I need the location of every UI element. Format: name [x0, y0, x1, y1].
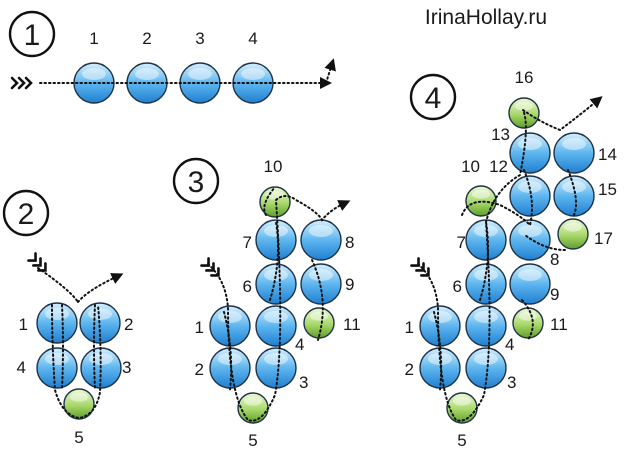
step4-bead-17	[557, 218, 589, 250]
thread-path	[461, 200, 531, 226]
step2-bead-label-3: 3	[122, 358, 131, 377]
step3-bead-9	[300, 263, 342, 305]
step3-bead-label-7: 7	[243, 233, 252, 252]
step4-bead-label-16: 16	[515, 68, 534, 87]
thread-path	[479, 221, 489, 301]
step3-bead-10	[259, 186, 291, 218]
step3-number: 3	[188, 166, 205, 199]
thread-path	[263, 186, 276, 216]
step4-bead-label-3: 3	[507, 373, 516, 392]
step4-bead-label-6: 6	[453, 277, 462, 296]
thread-path	[269, 221, 279, 301]
step2-bead-5	[63, 388, 95, 420]
step3-bead-label-4: 4	[295, 335, 304, 354]
step3-bead-6	[255, 263, 297, 305]
step1-number: 1	[24, 19, 41, 52]
step4-bead-13	[509, 132, 551, 174]
thread-path	[521, 299, 534, 341]
step2-bead-1	[36, 302, 78, 344]
step4-bead-label-2: 2	[405, 360, 414, 379]
step3-number-badge: 3	[172, 157, 220, 205]
step2-bead-label-2: 2	[124, 315, 133, 334]
step4-bead-label-8: 8	[550, 250, 559, 269]
step4-bead-label-13: 13	[491, 125, 510, 144]
entry-arrow-icon	[410, 257, 430, 277]
step3-bead-label-8: 8	[345, 233, 354, 252]
entry-arrow-icon	[10, 76, 33, 90]
step4-bead-7	[465, 219, 507, 261]
step3-bead-4	[255, 305, 297, 347]
thread-path	[567, 169, 577, 216]
step4-bead-4	[465, 305, 507, 347]
step4-bead-5	[446, 392, 478, 424]
step4-number: 4	[425, 82, 442, 115]
thread-path	[433, 311, 443, 391]
step3-bead-8	[300, 219, 342, 261]
site-watermark: IrinaHollay.ru	[425, 6, 547, 29]
step4-bead-label-11: 11	[550, 315, 568, 334]
step3-bead-label-9: 9	[345, 275, 354, 294]
step4-bead-label-15: 15	[598, 180, 617, 199]
step4-bead-14	[553, 132, 595, 174]
step3-bead-label-10: 10	[264, 157, 283, 176]
step1-bead-label-3: 3	[195, 29, 204, 48]
step4-bead-6	[465, 263, 507, 305]
thread-path	[37, 267, 118, 303]
step1-bead-label-4: 4	[248, 29, 257, 48]
step3-bead-7	[255, 219, 297, 261]
step2-bead-label-1: 1	[19, 315, 28, 334]
step1-number-badge: 1	[8, 10, 56, 58]
step4-bead-10	[465, 185, 497, 217]
step3-bead-5	[237, 392, 269, 424]
step3-bead-label-2: 2	[195, 360, 204, 379]
step3-bead-11	[303, 307, 335, 339]
step3-bead-label-3: 3	[299, 373, 308, 392]
step2-group: 2 1 2 3 4 5	[2, 189, 133, 447]
thread-path	[51, 304, 102, 420]
thread-path	[61, 304, 64, 391]
step4-bead-label-4: 4	[505, 335, 514, 354]
step3-group: 3 1 2 3 4 5 6 7 8 9 10 11	[172, 157, 361, 450]
step3-bead-label-11: 11	[343, 315, 361, 334]
step3-bead-label-6: 6	[243, 277, 252, 296]
step2-bead-label-5: 5	[74, 428, 83, 447]
thread-path	[324, 58, 336, 84]
entry-arrow-icon	[27, 252, 47, 272]
thread-path	[524, 234, 566, 251]
step4-bead-label-1: 1	[405, 318, 414, 337]
step3-bead-3	[255, 347, 297, 389]
step4-bead-label-14: 14	[598, 145, 617, 164]
step4-bead-label-9: 9	[550, 285, 559, 304]
step2-bead-label-4: 4	[17, 358, 26, 377]
thread-path	[523, 169, 533, 226]
step4-bead-label-10: 10	[461, 157, 480, 176]
step4-bead-8	[509, 219, 551, 261]
step4-number-badge: 4	[409, 73, 457, 121]
step4-bead-label-17: 17	[594, 229, 613, 248]
step2-bead-4	[36, 347, 78, 389]
step4-bead-label-12: 12	[489, 157, 508, 176]
step4-bead-label-5: 5	[457, 431, 466, 449]
step4-bead-label-7: 7	[457, 233, 466, 252]
thread-path	[223, 311, 233, 391]
step1-bead-label-2: 2	[142, 29, 151, 48]
thread-path	[93, 304, 96, 391]
step4-bead-9	[509, 263, 551, 305]
step4-bead-11	[512, 307, 544, 339]
entry-arrow-icon	[200, 257, 220, 277]
step1-group: 1 1 2 3 4	[8, 10, 336, 104]
step4-bead-15	[553, 175, 595, 217]
step4-bead-12	[509, 175, 551, 217]
thread-path	[311, 259, 324, 341]
step2-number: 2	[18, 198, 35, 231]
step3-bead-label-1: 1	[195, 318, 204, 337]
step3-bead-label-5: 5	[248, 431, 257, 449]
step2-number-badge: 2	[2, 189, 50, 237]
step1-bead-label-1: 1	[89, 29, 98, 48]
